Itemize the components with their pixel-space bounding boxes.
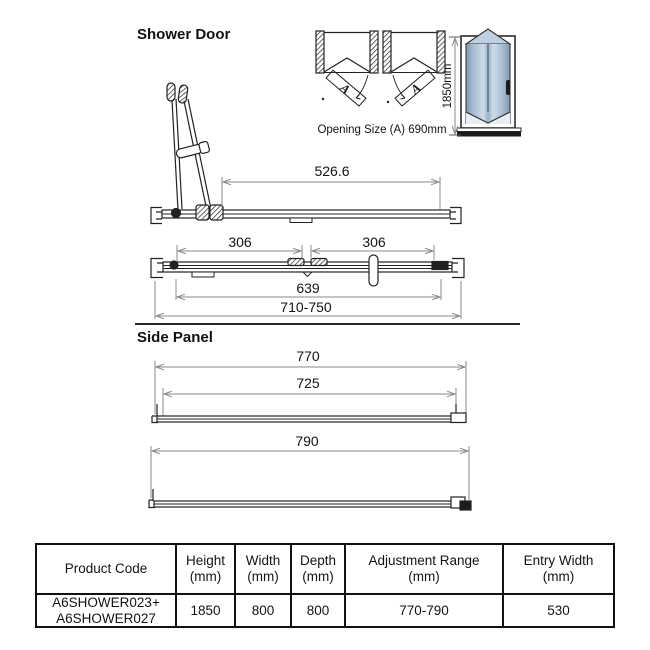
dim-710-750 xyxy=(154,281,462,319)
dim-1850 xyxy=(449,36,461,136)
header-product-code: Product Code xyxy=(35,543,177,595)
closed-door-view xyxy=(150,245,465,319)
cell-height: 1850 xyxy=(175,592,236,629)
dim-label-306-right: 306 xyxy=(362,234,386,250)
door-handle-plan xyxy=(368,254,379,287)
door-handle-side xyxy=(175,140,210,159)
cell-width: 800 xyxy=(234,592,292,629)
door-height-label: 1850mm xyxy=(442,63,454,109)
cell-adjustment-range: 770-790 xyxy=(344,592,504,629)
dim-725 xyxy=(162,388,457,416)
glass-fold-bottom xyxy=(466,112,510,124)
door-front-view xyxy=(449,28,522,137)
dim-label-639: 639 xyxy=(296,280,320,296)
dim-label-725: 725 xyxy=(296,375,320,391)
side-panel-title: Side Panel xyxy=(137,329,213,346)
wall-hatch xyxy=(436,30,446,74)
cell-product-code: A6SHOWER023+ A6SHOWER027 xyxy=(35,592,177,629)
table-row: A6SHOWER023+ A6SHOWER027 1850 800 800 77… xyxy=(35,592,615,629)
shower-door-title: Shower Door xyxy=(137,26,231,43)
folded-door-view xyxy=(150,82,462,225)
header-width: Width(mm) xyxy=(234,543,292,595)
door-swing-diagram-right xyxy=(382,30,446,107)
door-handle-front xyxy=(506,80,511,95)
dim-label-790: 790 xyxy=(295,433,319,449)
dim-306-left xyxy=(176,245,303,261)
technical-drawing xyxy=(148,28,522,511)
section-separator xyxy=(135,323,520,325)
dim-639 xyxy=(175,279,442,300)
header-entry-width: Entry Width(mm) xyxy=(502,543,615,595)
header-height: Height(mm) xyxy=(175,543,236,595)
dim-label-306-left: 306 xyxy=(228,234,252,250)
dim-label-526-6: 526.6 xyxy=(314,163,350,179)
dim-label-710-750: 710-750 xyxy=(280,299,332,315)
wall-hatch xyxy=(382,30,392,74)
side-panel-view-1 xyxy=(151,361,467,424)
dim-526-6 xyxy=(221,177,441,209)
dim-790 xyxy=(150,446,470,500)
cell-entry-width: 530 xyxy=(502,592,615,629)
wall-hatch xyxy=(315,30,325,74)
dim-306-right xyxy=(310,245,435,260)
spec-table: Product Code Height(mm) Width(mm) Depth(… xyxy=(35,543,615,629)
tray-base xyxy=(457,131,521,137)
cell-depth: 800 xyxy=(290,592,346,629)
wall-hatch xyxy=(369,30,379,74)
header-depth: Depth(mm) xyxy=(290,543,346,595)
dim-label-770: 770 xyxy=(296,348,320,364)
dim-770 xyxy=(154,361,467,414)
side-panel-view-2 xyxy=(148,446,472,511)
door-swing-diagram-left xyxy=(315,30,379,107)
header-adjustment-range: Adjustment Range(mm) xyxy=(344,543,504,595)
opening-size-label: Opening Size (A) 690mm xyxy=(317,124,447,136)
